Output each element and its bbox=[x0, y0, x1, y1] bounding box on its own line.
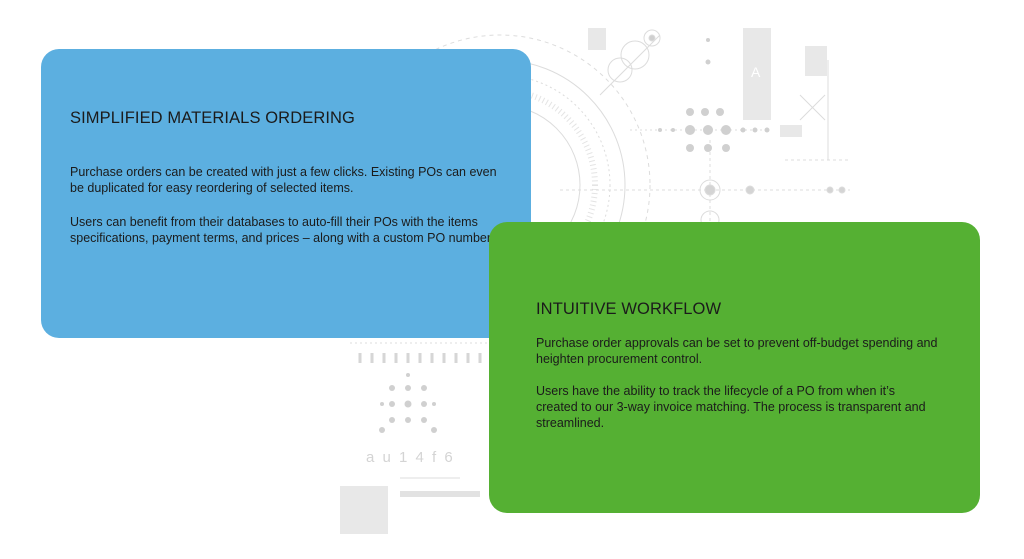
decor-code-text: a u 1 4 f 6 bbox=[366, 449, 455, 466]
card-paragraph: Purchase orders can be created with just… bbox=[70, 165, 497, 195]
card-title: SIMPLIFIED MATERIALS ORDERING bbox=[70, 109, 355, 127]
card-paragraph: Users have the ability to track the life… bbox=[536, 384, 926, 430]
decor-letter: A bbox=[751, 64, 761, 80]
tech-background-illustration: A a u 1 4 f 6 bbox=[340, 28, 850, 534]
feature-card-materials-ordering: SIMPLIFIED MATERIALS ORDERING Purchase o… bbox=[41, 49, 531, 338]
feature-card-intuitive-workflow: INTUITIVE WORKFLOW Purchase order approv… bbox=[489, 222, 980, 513]
card-title: INTUITIVE WORKFLOW bbox=[536, 300, 722, 318]
card-paragraph: Users can benefit from their databases t… bbox=[70, 215, 494, 245]
card-paragraph: Purchase order approvals can be set to p… bbox=[536, 336, 938, 366]
